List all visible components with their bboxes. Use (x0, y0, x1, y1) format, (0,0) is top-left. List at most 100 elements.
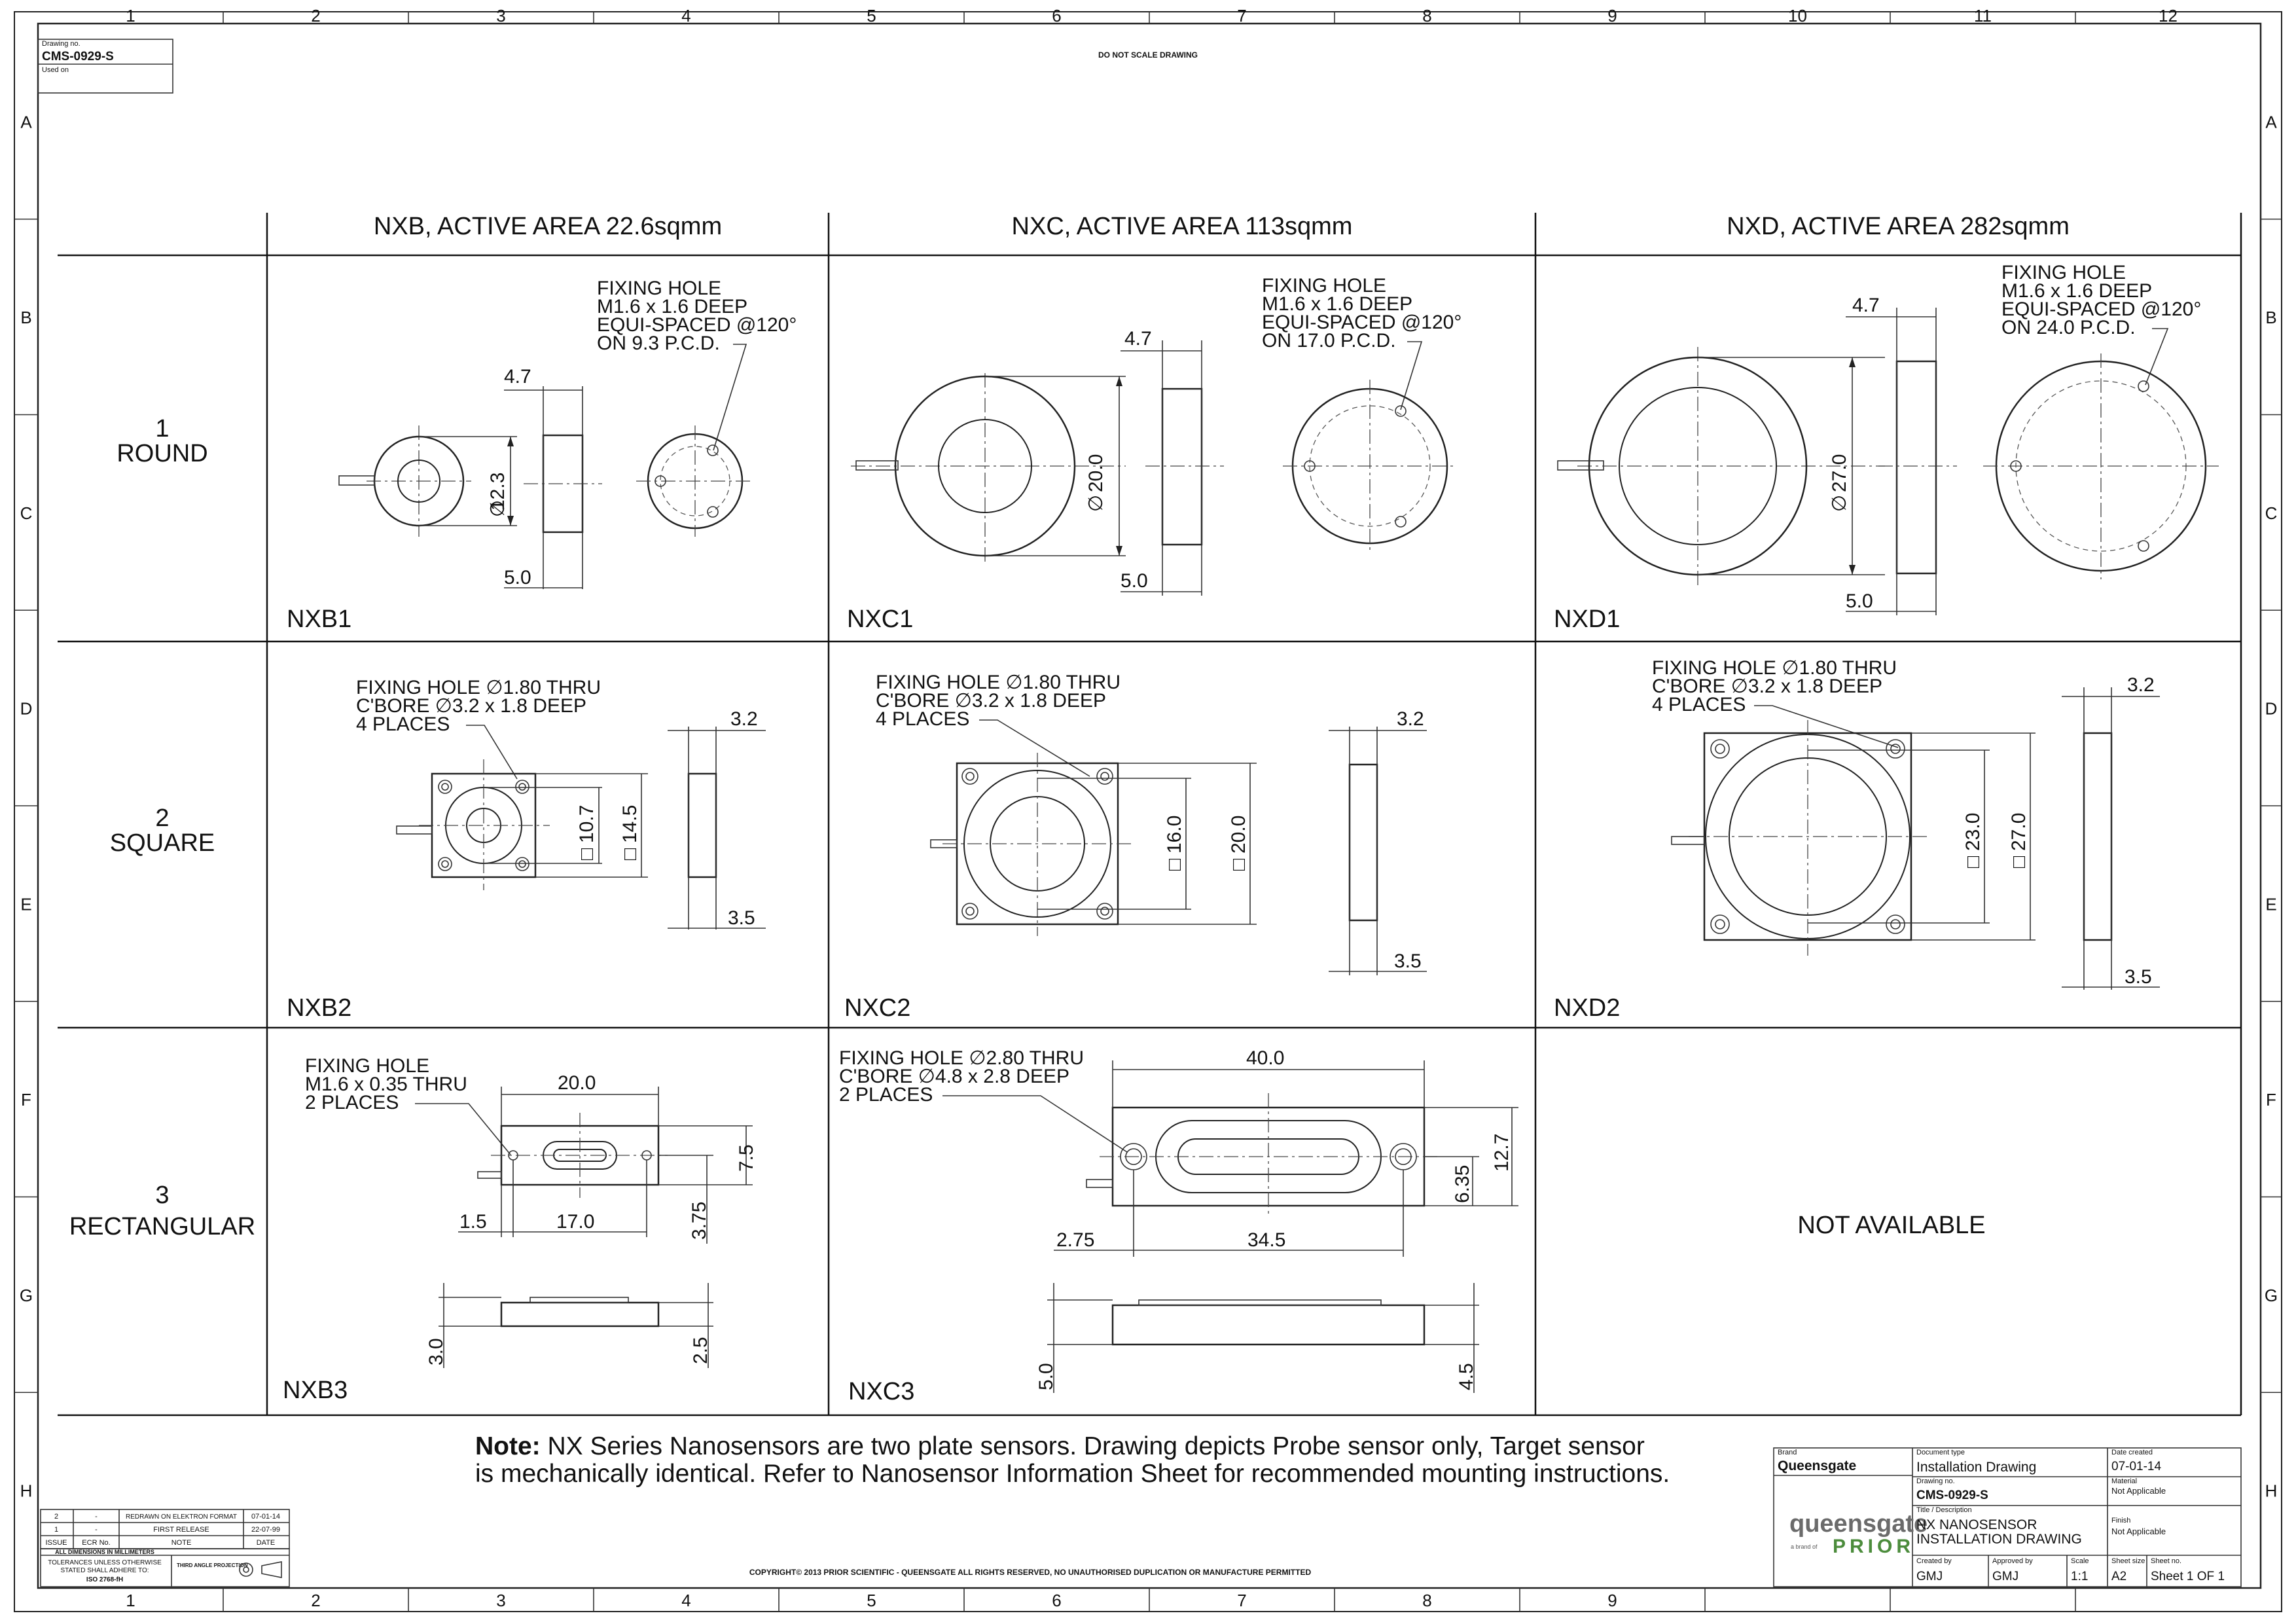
rev-row-1-note: REDRAWN ON ELEKTRON FORMAT (126, 1513, 237, 1521)
nxc3-note: FIXING HOLE ∅2.80 THRU C'BORE ∅4.8 x 2.8… (839, 1047, 1128, 1153)
queensgate-prior-logo: queensgate a brand of PRIOR (1789, 1510, 1928, 1557)
border-row-label-right: E (2265, 894, 2276, 914)
border-col-label-bottom: 6 (1052, 1591, 1061, 1610)
nxb2-note-line: 4 PLACES (356, 713, 450, 735)
nxc1-note-line: FIXING HOLE (1262, 275, 1386, 297)
nxc3-dim-thk: 5.0 (1035, 1363, 1057, 1390)
tol-line-3: STATED SHALL ADHERE TO: (60, 1567, 149, 1574)
nxd1-note-line: M1.6 x 1.6 DEEP (2001, 280, 2152, 302)
row-header-2-num: 2 (155, 804, 169, 832)
square-symbol: □ (1962, 856, 1984, 868)
tb-approved-by: GMJ (1992, 1570, 2018, 1583)
logo-prior: PRIOR (1833, 1536, 1914, 1557)
nxd2-dim-base: 3.5 (2125, 966, 2152, 988)
rev-row-2-issue: 1 (54, 1526, 58, 1534)
diameter-symbol: ∅ (487, 500, 509, 517)
nxc3-note-line: 2 PLACES (839, 1084, 933, 1106)
note-line-1: NX Series Nanosensors are two plate sens… (541, 1432, 1645, 1460)
tol-line-2: TOLERANCES UNLESS OTHERWISE (48, 1559, 162, 1566)
border-col-label-bottom: 8 (1422, 1591, 1431, 1610)
border-col-label-top: 6 (1052, 6, 1061, 26)
border-row-label-left: E (20, 894, 31, 914)
tb-scale: 1:1 (2071, 1570, 2088, 1583)
border-row-label-left: A (20, 112, 32, 132)
rev-header-ecr: ECR No. (82, 1539, 110, 1547)
nxb2-dim-base: 3.5 (728, 907, 755, 929)
tol-line-4: ISO 2768-fH (86, 1576, 123, 1583)
nxc1-front-view: 20.0 ∅ (851, 373, 1126, 563)
tb-finish-label: Finish (2111, 1517, 2130, 1525)
nxc2-note: FIXING HOLE ∅1.80 THRU C'BORE ∅3.2 x 1.8… (876, 672, 1121, 777)
border-row-label-right: H (2265, 1481, 2278, 1501)
border-row-label-right: G (2265, 1286, 2278, 1305)
border-row-label-left: G (20, 1286, 33, 1305)
nxc2-note-line: 4 PLACES (876, 708, 969, 730)
tb-doc-type-label: Document type (1916, 1449, 1965, 1456)
tol-line-1: ALL DIMENSIONS IN MILLIMETERS (55, 1549, 154, 1555)
col-header-nxd: NXD, ACTIVE AREA 282sqmm (1727, 213, 2070, 240)
nxb3-dim-half: 3.75 (689, 1202, 710, 1240)
cell-nxd2: NXD2 FIXING HOLE ∅1.80 THRU C'BORE ∅3.2 … (1554, 657, 2160, 1022)
border-row-label-right: D (2265, 699, 2278, 719)
nxc1-note: FIXING HOLE M1.6 x 1.6 DEEP EQUI-SPACED … (1262, 275, 1462, 410)
tb-brand-label: Brand (1778, 1449, 1797, 1456)
cell-nxb2: NXB2 FIXING HOLE ∅1.80 THRU C'BORE ∅3.2 … (287, 677, 766, 1022)
nxb1-dim-dia: 12.3 (487, 473, 509, 511)
square-symbol: □ (1228, 858, 1249, 871)
drawing-no-label: Drawing no. (42, 40, 81, 48)
nxc3-dim-half: 6.35 (1452, 1165, 1473, 1203)
col-header-nxc: NXC, ACTIVE AREA 113sqmm (1012, 213, 1353, 240)
nxc3-dim-edge: 2.75 (1056, 1229, 1094, 1251)
border-col-label-top: 10 (1788, 6, 1807, 26)
nxd1-note-line: ON 24.0 P.C.D. (2001, 317, 2136, 338)
nxb1-note-line: FIXING HOLE (597, 278, 721, 299)
nxd1-dim-thk: 4.7 (1852, 295, 1880, 316)
tb-sheet-no: Sheet 1 OF 1 (2151, 1570, 2225, 1583)
cell-id-nxc3: NXC3 (848, 1378, 914, 1405)
nxb3-note-line: 2 PLACES (305, 1092, 399, 1113)
col-header-nxb: NXB, ACTIVE AREA 22.6sqmm (374, 213, 722, 240)
tb-title-line-1: NX NANOSENSOR (1916, 1517, 2037, 1532)
nxc3-note-line: FIXING HOLE ∅2.80 THRU (839, 1047, 1084, 1069)
rev-row-2-note: FIRST RELEASE (153, 1526, 209, 1534)
tb-date: 07-01-14 (2111, 1460, 2161, 1473)
nxb3-dim-base: 2.5 (690, 1337, 711, 1364)
nxd2-note-line: 4 PLACES (1652, 694, 1746, 715)
cell-id-nxd2: NXD2 (1554, 994, 1620, 1022)
nxc1-note-line: M1.6 x 1.6 DEEP (1262, 293, 1412, 315)
nxb2-dim-thk: 3.2 (730, 708, 758, 730)
nxb3-dim-len: 20.0 (558, 1072, 596, 1094)
border-col-label-top: 8 (1422, 6, 1431, 26)
nxc1-hole-view (1283, 380, 1457, 553)
tb-doc-type: Installation Drawing (1916, 1460, 2036, 1475)
nxc1-dim-dia: 20.0 (1085, 454, 1107, 492)
square-symbol: □ (2008, 856, 2030, 868)
nxd1-dim-dia: 27.0 (1829, 454, 1850, 492)
drawing-no-box: Drawing no. CMS-0929-S Used on (37, 39, 173, 94)
nxc2-dim-thk: 3.2 (1397, 708, 1424, 730)
cell-nxb1: NXB1 FIXING HOLE M1.6 x 1.6 DEEP EQUI-SP… (287, 278, 797, 633)
cell-nxd1: NXD1 FIXING HOLE M1.6 x 1.6 DEEP EQUI-SP… (1554, 262, 2219, 633)
nxd2-note: FIXING HOLE ∅1.80 THRU C'BORE ∅3.2 x 1.8… (1652, 657, 1899, 748)
border-row-label-right: F (2266, 1090, 2276, 1110)
nxd1-note-line: EQUI-SPACED @120° (2001, 298, 2201, 320)
nxc1-dim-thk: 4.7 (1124, 328, 1152, 350)
nxb3-side-view: 3.0 2.5 (425, 1283, 713, 1368)
nxc3-dim-base: 4.5 (1456, 1363, 1477, 1390)
border-col-label-top: 2 (311, 6, 320, 26)
border-row-label-left: C (20, 503, 33, 523)
nxc1-dim-base: 5.0 (1121, 570, 1148, 592)
diameter-symbol: ∅ (1829, 495, 1850, 512)
nxb1-side-view: 4.7 5.0 (504, 366, 602, 589)
border-col-label-bottom: 2 (311, 1591, 320, 1610)
nxc2-dim-base: 3.5 (1394, 950, 1422, 972)
nxb2-note-line: FIXING HOLE ∅1.80 THRU (356, 677, 601, 698)
row-header-3-name: RECTANGULAR (69, 1213, 255, 1240)
diameter-symbol: ∅ (1085, 495, 1107, 512)
border-col-label-top: 7 (1237, 6, 1246, 26)
used-on-label: Used on (42, 66, 69, 74)
rev-row-2-ecr: - (95, 1526, 98, 1534)
